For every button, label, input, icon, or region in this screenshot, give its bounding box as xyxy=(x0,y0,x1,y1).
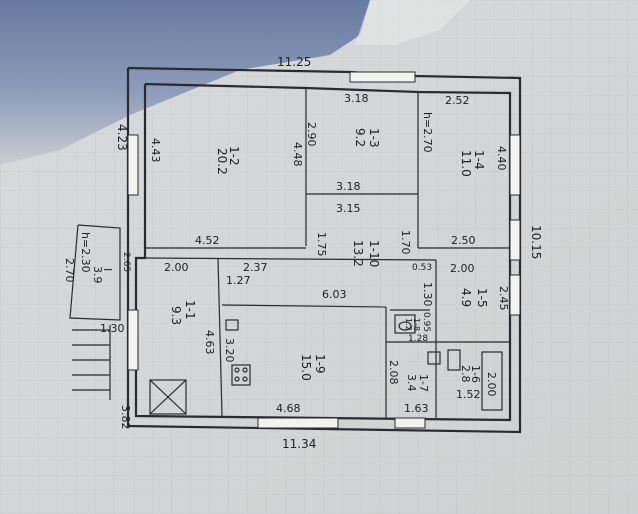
room-dim: 4.68 xyxy=(276,402,301,415)
room-1-1: 1-1 9.3 2.00 4.63 1.30 xyxy=(100,261,216,355)
room-area: 20.2 xyxy=(215,148,229,175)
right-dimension: 10.15 xyxy=(529,225,543,259)
room-dim: 2.00 xyxy=(450,262,475,275)
room-id: 1-7 xyxy=(417,374,430,392)
room-id: 1-9 xyxy=(313,354,327,374)
room-area: 9.2 xyxy=(353,128,367,147)
room-dim: 2.00 xyxy=(164,261,189,274)
sink-icon xyxy=(225,319,461,371)
room-dim: 2.37 xyxy=(243,261,268,274)
room-id: 1-8 xyxy=(412,318,421,331)
room-dim: 1.27 xyxy=(226,274,251,287)
room-1-8: 1-8 1.2 0.95 1.28 xyxy=(404,312,431,344)
porch-dim: 2.65 xyxy=(121,252,131,272)
room-dim: 1.30 xyxy=(421,282,434,307)
room-1-5: 1-5 4.9 2.00 2.45 1.30 xyxy=(421,262,510,311)
room-dim: 4.48 xyxy=(291,142,304,167)
stove-icon xyxy=(231,364,251,386)
misc-dimension: 0.53 xyxy=(412,263,432,273)
porch-dim: 2.70 xyxy=(63,258,76,283)
room-1-7: 1-7 3.4 2.08 1.63 xyxy=(387,360,430,415)
room-dim: 1.70 xyxy=(399,230,412,255)
room-area: 4.9 xyxy=(459,288,473,307)
left-dimension: 4.23 xyxy=(115,124,129,151)
room-dim: 1.52 xyxy=(456,388,481,401)
room-1-3: 1-3 9.2 3.18 2.90 3.18 xyxy=(305,92,381,193)
room-area: 2.8 xyxy=(459,365,472,383)
room-dim: 3.15 xyxy=(336,202,361,215)
room-area: 11.0 xyxy=(459,150,473,177)
porch-area: 3.9 xyxy=(91,266,104,284)
room-1-6: 1-6 2.8 2.00 1.52 xyxy=(456,365,498,401)
chimney-icon xyxy=(149,379,187,415)
room-area: 9.3 xyxy=(169,306,183,325)
room-dim: 2.08 xyxy=(387,360,400,385)
toilet-icon xyxy=(394,314,416,334)
room-1-9: 1-9 15.0 2.37 1.27 3.20 4.68 xyxy=(223,261,327,415)
room-dim: 4.40 xyxy=(495,146,508,171)
room-dim: h=2.70 xyxy=(421,112,434,153)
room-dim: 2.45 xyxy=(497,286,510,311)
room-id: 1-3 xyxy=(367,128,381,148)
bathtub-icon xyxy=(481,351,503,411)
room-dim: 1.30 xyxy=(100,322,125,335)
room-dim: 2.50 xyxy=(451,234,476,247)
room-dim: 1.63 xyxy=(404,402,429,415)
porch-dim: h=2.30 xyxy=(79,232,92,273)
porch: I 3.9 h=2.30 2.70 2.65 xyxy=(63,232,131,284)
room-area: 1.2 xyxy=(404,318,413,331)
room-dim: 1.28 xyxy=(408,334,428,344)
corner-dimension: 3.82 xyxy=(119,405,132,430)
room-dim: 3.20 xyxy=(223,338,236,363)
room-area: 13.2 xyxy=(351,240,365,267)
room-dim: 2.00 xyxy=(485,372,498,397)
bottom-dimension: 11.34 xyxy=(282,437,316,451)
room-id: 1-10 xyxy=(367,240,381,267)
room-dim: 0.95 xyxy=(421,312,431,332)
room-1-10: 1-10 13.2 3.15 1.75 1.70 6.03 xyxy=(315,202,412,301)
room-area: 3.4 xyxy=(405,374,418,392)
room-dim: 1.75 xyxy=(315,232,328,257)
room-dim: 2.52 xyxy=(445,94,470,107)
room-dim: 4.43 xyxy=(149,138,162,163)
room-dim: 4.63 xyxy=(203,330,216,355)
room-id: 1-5 xyxy=(475,288,489,308)
room-id: 1-2 xyxy=(227,146,241,166)
room-dim: 3.18 xyxy=(344,92,369,105)
windows xyxy=(127,71,521,429)
inner-walls xyxy=(144,88,510,418)
room-dim: 4.52 xyxy=(195,234,220,247)
room-dim: 3.18 xyxy=(336,180,361,193)
room-id: 1-6 xyxy=(469,365,482,383)
room-dim: 2.90 xyxy=(305,122,318,147)
room-dim: 6.03 xyxy=(322,288,347,301)
top-dimension: 11.25 xyxy=(277,55,311,69)
room-1-2: 1-2 20.2 4.43 4.48 4.52 xyxy=(149,138,304,247)
room-id: 1-1 xyxy=(183,300,197,320)
room-area: 15.0 xyxy=(299,354,313,381)
room-1-4: 1-4 11.0 2.52 h=2.70 4.40 2.50 xyxy=(421,94,508,247)
porch-id: I xyxy=(101,268,114,271)
room-id: 1-4 xyxy=(472,150,486,170)
porch-stairs xyxy=(69,224,121,400)
